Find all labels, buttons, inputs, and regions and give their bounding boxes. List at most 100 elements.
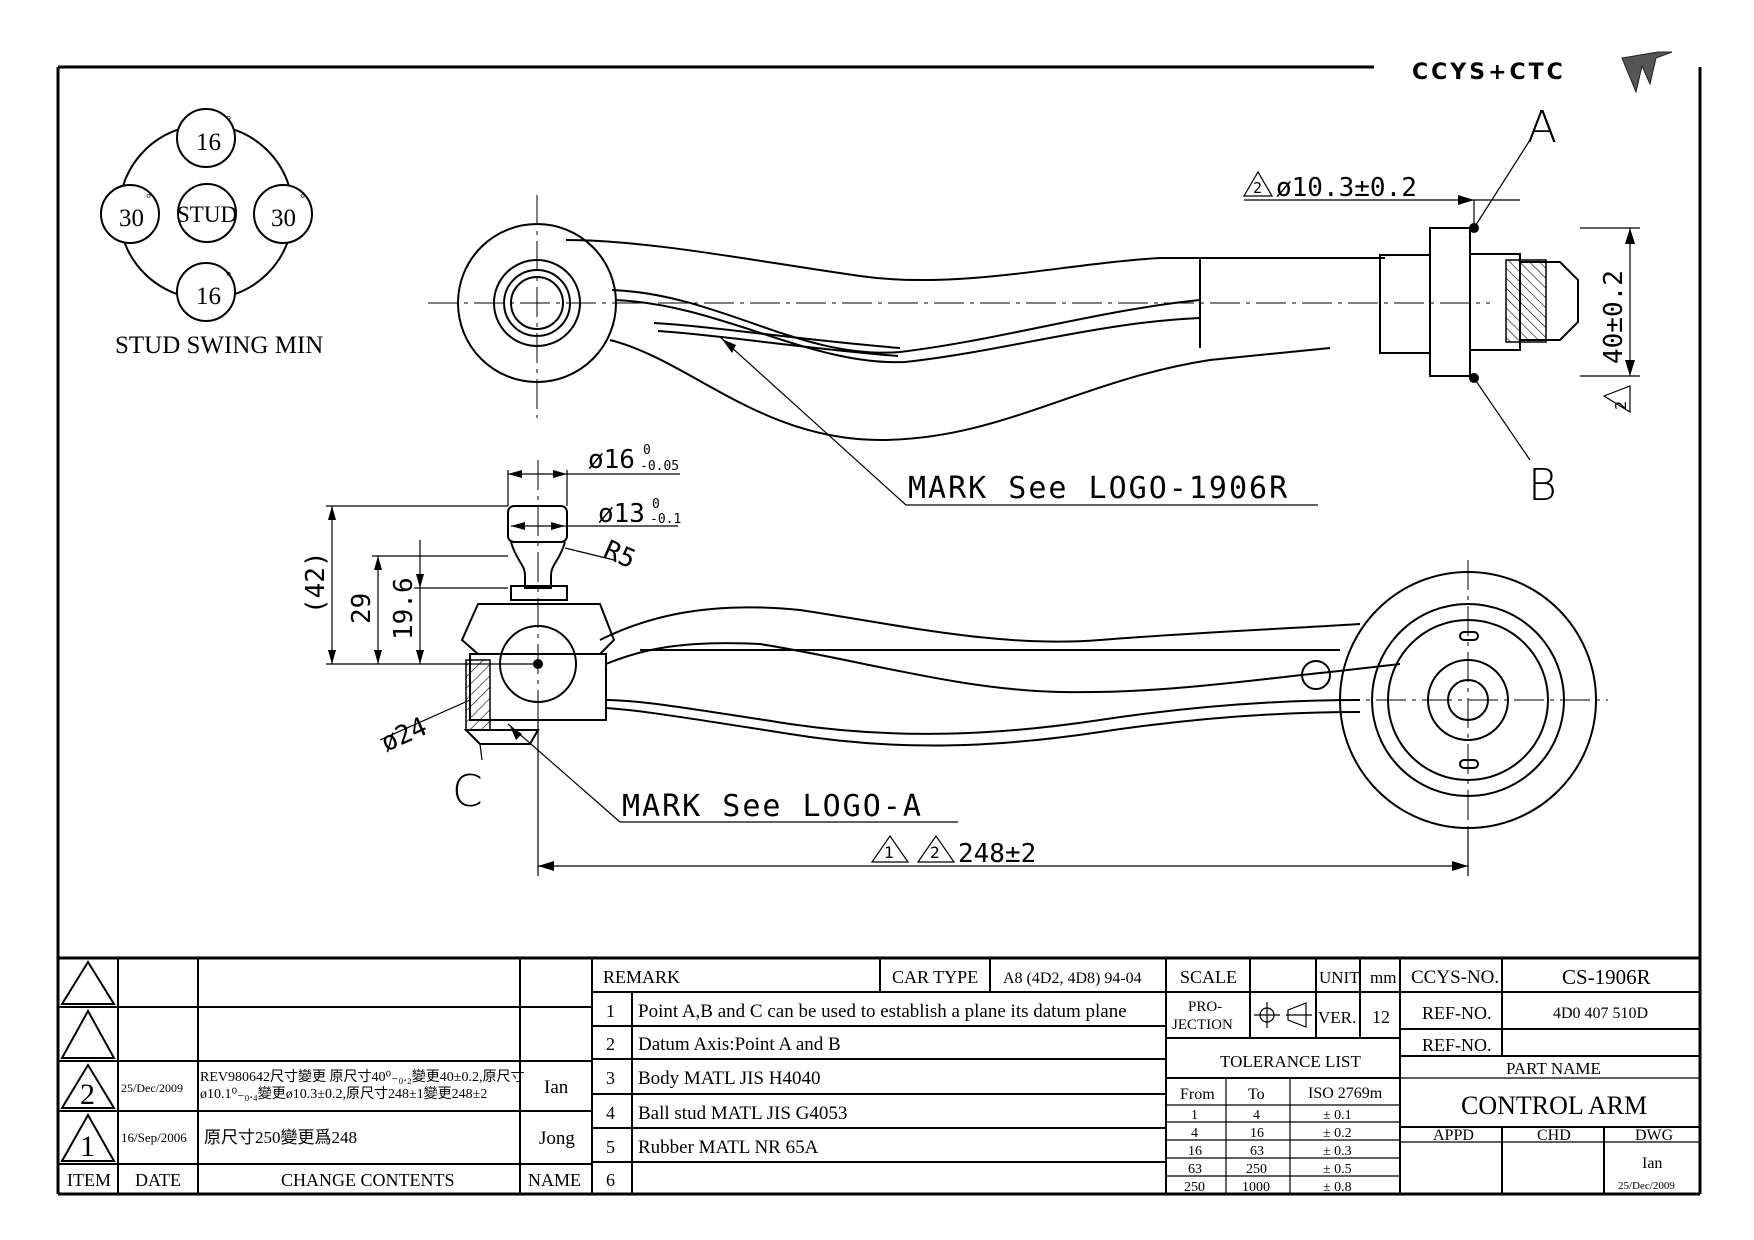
svg-text:3: 3 xyxy=(606,1068,615,1088)
remark-4: Ball stud MATL JIS G4053 xyxy=(638,1103,847,1124)
rev-header-name: NAME xyxy=(528,1170,581,1190)
svg-text:250: 250 xyxy=(1246,1162,1267,1177)
svg-text:2: 2 xyxy=(606,1034,615,1054)
svg-text:2: 2 xyxy=(930,843,940,862)
side-arm-rib xyxy=(605,699,1361,735)
side-arm-upper-edge xyxy=(599,606,1361,643)
svg-text:To: To xyxy=(1248,1086,1265,1103)
stud-swing-diagram: 16 ° 30 ° STUD 30 ° 16 ° STUD SWING MIN xyxy=(100,108,323,359)
car-type-label: CAR TYPE xyxy=(892,967,978,987)
remark-2: Datum Axis:Point A and B xyxy=(638,1034,841,1055)
dim-height-40: 40±0.2 xyxy=(1599,270,1629,364)
remark-table: REMARK CAR TYPE A8 (4D2, 4D8) 94-04 1 Po… xyxy=(592,958,1167,1194)
dim-dia-24: ø24 xyxy=(377,712,432,759)
sheet-border xyxy=(56,65,1702,1196)
top-eye-outer xyxy=(457,223,617,383)
swing-bottom-value: 16 xyxy=(196,283,221,310)
rev1-item: 1 xyxy=(80,1130,95,1163)
top-view: A B 2 ø10.3±0.2 40±0.2 2 MARK See LOGO-1… xyxy=(428,102,1640,511)
top-hub-flange xyxy=(1429,227,1471,377)
dwg-label: DWG xyxy=(1635,1127,1674,1144)
svg-text:-0.1: -0.1 xyxy=(650,512,681,527)
datum-a-label: A xyxy=(1527,102,1557,153)
swing-left-value: 30 xyxy=(119,205,144,232)
dim-42: (42) xyxy=(301,551,331,614)
chd-label: CHD xyxy=(1537,1127,1571,1144)
remark-3: Body MATL JIS H4040 xyxy=(638,1068,820,1089)
top-stud-end xyxy=(1520,261,1579,341)
svg-text:63: 63 xyxy=(1188,1162,1202,1177)
remark-1: Point A,B and C can be used to establish… xyxy=(638,1001,1127,1022)
svg-text:16: 16 xyxy=(1188,1144,1202,1159)
swing-caption: STUD SWING MIN xyxy=(115,332,323,359)
svg-text:CCYS+CTC: CCYS+CTC xyxy=(1412,60,1566,85)
dim-dia-16: ø16 xyxy=(588,445,635,475)
svg-text:4: 4 xyxy=(606,1103,615,1123)
swing-left-degree: ° xyxy=(146,190,151,205)
svg-text:± 0.8: ± 0.8 xyxy=(1323,1180,1352,1195)
top-body-upper-edge xyxy=(565,239,1385,282)
svg-text:5: 5 xyxy=(606,1137,615,1157)
dwg-date: 25/Dec/2009 xyxy=(1618,1180,1675,1192)
swing-left-circle xyxy=(100,184,160,244)
rev-header-item: ITEM xyxy=(67,1170,111,1190)
svg-text:± 0.5: ± 0.5 xyxy=(1323,1162,1352,1177)
part-name-value: CONTROL ARM xyxy=(1461,1091,1647,1120)
top-rib-4 xyxy=(657,330,899,357)
datum-c-label: C xyxy=(452,766,483,817)
svg-text:PRO-: PRO- xyxy=(1188,999,1222,1015)
logo-mark-icon xyxy=(1621,51,1673,94)
svg-text:From: From xyxy=(1180,1086,1215,1103)
side-view: ø16 0 -0.05 ø13 0 -0.1 R5 (42) 29 19.6 ø… xyxy=(301,443,1608,880)
side-arm-lower-edge xyxy=(605,642,1401,694)
swing-bottom-circle xyxy=(176,262,236,322)
datum-b-label: B xyxy=(1528,460,1557,511)
top-body-lower-edge xyxy=(609,339,1331,442)
dim-19-6: 19.6 xyxy=(389,577,419,640)
ref-no-label-1: REF-NO. xyxy=(1422,1003,1492,1023)
top-eye-bore-inner xyxy=(510,276,564,330)
svg-text:16: 16 xyxy=(1250,1126,1264,1141)
appd-label: APPD xyxy=(1433,1127,1474,1144)
svg-text:1000: 1000 xyxy=(1242,1180,1270,1195)
svg-text:4: 4 xyxy=(1253,1108,1260,1123)
scale-label: SCALE xyxy=(1180,967,1237,987)
rev2-date: 25/Dec/2009 xyxy=(121,1081,183,1095)
tolerance-title: TOLERANCE LIST xyxy=(1220,1052,1361,1071)
dim-r5: R5 xyxy=(599,535,640,575)
rev1-name: Jong xyxy=(539,1128,575,1149)
svg-text:2: 2 xyxy=(1253,179,1262,197)
title-block: CCYS-NO. CS-1906R REF-NO. 4D0 407 510D R… xyxy=(1400,958,1700,1194)
remark-5: Rubber MATL NR 65A xyxy=(638,1137,819,1158)
svg-text:4: 4 xyxy=(1191,1126,1198,1141)
svg-text:± 0.1: ± 0.1 xyxy=(1323,1108,1352,1123)
top-rib-3 xyxy=(653,322,901,349)
ref-no-label-2: REF-NO. xyxy=(1422,1035,1492,1055)
ver-label: VER. xyxy=(1318,1008,1356,1027)
rev-header-date: DATE xyxy=(135,1170,181,1190)
swing-right-circle xyxy=(253,184,313,244)
ref-no-value-1: 4D0 407 510D xyxy=(1553,1005,1648,1022)
rev2-contents-1: REV980642尺寸變更 原尺寸40⁰₋₀.₂變更40±0.2,原尺寸 xyxy=(200,1069,524,1085)
svg-text:-0.05: -0.05 xyxy=(640,459,679,474)
swing-center-circle xyxy=(177,183,237,243)
dim-dia-10-3: ø10.3±0.2 xyxy=(1276,173,1417,203)
ver-value: 12 xyxy=(1372,1007,1390,1027)
rev1-date: 16/Sep/2006 xyxy=(121,1130,187,1145)
unit-value: mm xyxy=(1370,968,1396,987)
dim-dia-13: ø13 xyxy=(598,499,645,529)
svg-text:1: 1 xyxy=(884,843,894,862)
svg-text:2: 2 xyxy=(1612,401,1630,410)
top-hub-block xyxy=(1379,254,1431,354)
svg-text:0: 0 xyxy=(643,443,651,458)
svg-text:6: 6 xyxy=(606,1170,615,1190)
top-eye-bore-outer xyxy=(503,269,571,337)
company-logo: CCYS+CTC xyxy=(1412,51,1673,94)
swing-top-degree: ° xyxy=(226,112,231,127)
svg-text:± 0.2: ± 0.2 xyxy=(1323,1126,1352,1141)
dwg-name: Ian xyxy=(1642,1155,1662,1172)
unit-label: UNIT xyxy=(1319,968,1360,987)
rev1-contents: 原尺寸250變更爲248 xyxy=(204,1128,357,1147)
ccys-no-value: CS-1906R xyxy=(1562,965,1651,989)
